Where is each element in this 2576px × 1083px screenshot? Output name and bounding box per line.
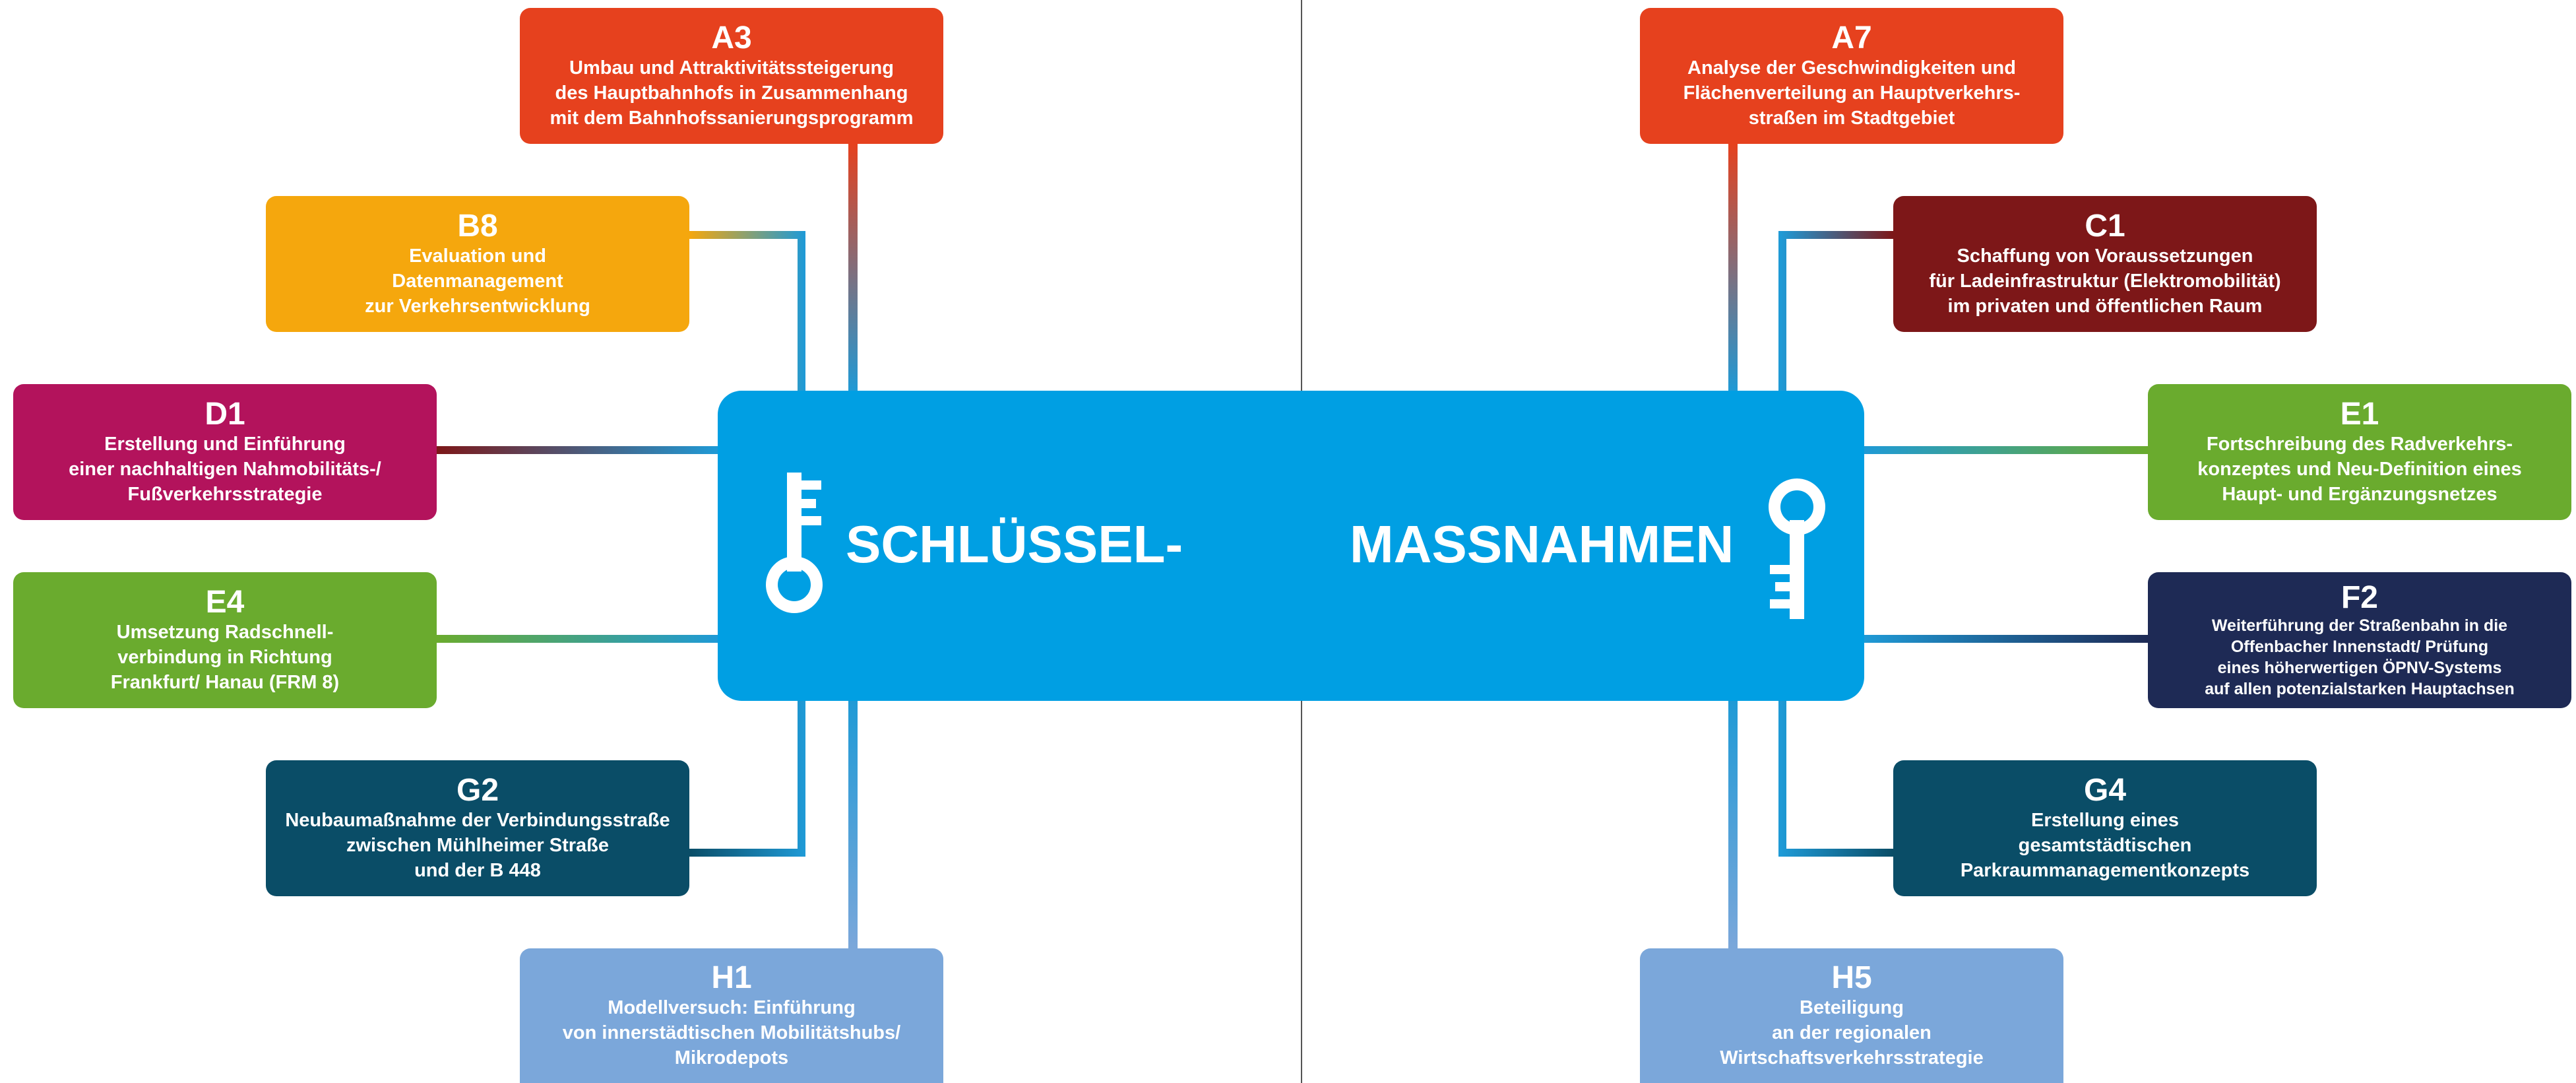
description-line: von innerstädtischen Mobilitätshubs/: [562, 1022, 901, 1043]
description-line: straßen im Stadtgebiet: [1748, 108, 1955, 129]
measure-code: E4: [205, 585, 245, 620]
description-line: Fußverkehrsstrategie: [127, 484, 323, 505]
description-line: mit dem Bahnhofssanierungsprogramm: [550, 108, 914, 129]
measure-box-e4: E4 Umsetzung Radschnell- verbindung in R…: [13, 572, 437, 708]
connector-a3: [848, 144, 858, 392]
description-line: Datenmanagement: [392, 271, 563, 292]
measure-description: Modellversuch: Einführung von innerstädt…: [563, 995, 900, 1070]
description-line: verbindung in Richtung: [117, 647, 332, 668]
connector-e1: [1863, 446, 2149, 454]
measure-code: E1: [2340, 397, 2379, 432]
connector-g2: [689, 700, 805, 857]
description-line: an der regionalen: [1772, 1022, 1932, 1043]
description-line: Umsetzung Radschnell-: [116, 622, 334, 643]
measure-code: G4: [2083, 773, 2127, 808]
measure-description: Analyse der Geschwindigkeiten und Fläche…: [1683, 55, 2021, 131]
measure-code: H1: [711, 960, 752, 995]
measure-code: D1: [204, 397, 245, 432]
measure-description: Umbau und Attraktivitätssteigerung des H…: [550, 55, 913, 131]
description-line: Flächenverteilung an Hauptverkehrs-: [1683, 82, 2021, 104]
connector-d1: [437, 446, 719, 454]
description-line: Frankfurt/ Hanau (FRM 8): [110, 672, 340, 693]
key-icon-right: [1769, 478, 1825, 619]
measure-box-f2: F2 Weiterführung der Straßenbahn in die …: [2148, 572, 2571, 708]
measure-description: Schaffung von Voraussetzungen für Ladein…: [1929, 244, 2280, 319]
description-line: einer nachhaltigen Nahmobilitäts-/: [69, 459, 381, 480]
description-line: Analyse der Geschwindigkeiten und: [1687, 57, 2016, 79]
measure-description: Erstellung eines gesamtstädtischen Parkr…: [1961, 808, 2249, 883]
measure-description: Erstellung und Einführung einer nachhalt…: [69, 432, 381, 507]
description-line: Neubaumaßnahme der Verbindungsstraße: [285, 810, 670, 831]
center-title-right: MASSNAHMEN: [1350, 515, 1734, 574]
measure-description: Beteiligung an der regionalen Wirtschaft…: [1720, 995, 1983, 1070]
connector-b8: [689, 231, 805, 392]
description-line: Wirtschaftsverkehrsstrategie: [1720, 1047, 1984, 1068]
center-title-left: SCHLÜSSEL-: [846, 515, 1183, 574]
measure-description: Weiterführung der Straßenbahn in die Off…: [2205, 615, 2515, 700]
description-line: zur Verkehrsentwicklung: [365, 296, 590, 317]
description-line: auf allen potenzialstarken Hauptachsen: [2205, 680, 2515, 698]
description-line: Umbau und Attraktivitätssteigerung: [569, 57, 894, 79]
measure-box-a7: A7 Analyse der Geschwindigkeiten und Flä…: [1640, 8, 2063, 144]
description-line: Schaffung von Voraussetzungen: [1957, 246, 2253, 267]
connector-g4: [1778, 700, 1893, 857]
measure-box-h5: H5 Beteiligung an der regionalen Wirtsch…: [1640, 948, 2063, 1083]
measure-code: B8: [457, 209, 498, 244]
measure-description: Neubaumaßnahme der Verbindungsstraße zwi…: [285, 808, 670, 883]
key-icon-left: [766, 473, 823, 613]
description-line: des Hauptbahnhofs in Zusammenhang: [555, 82, 908, 104]
measure-code: C1: [2085, 209, 2125, 244]
description-line: eines höherwertigen ÖPNV-Systems: [2217, 659, 2502, 677]
measure-box-g4: G4 Erstellung eines gesamtstädtischen Pa…: [1893, 760, 2317, 896]
measure-box-c1: C1 Schaffung von Voraussetzungen für Lad…: [1893, 196, 2317, 332]
connector-c1: [1778, 231, 1893, 392]
description-line: und der B 448: [414, 860, 541, 881]
description-line: im privaten und öffentlichen Raum: [1947, 296, 2263, 317]
measure-code: A3: [711, 20, 752, 55]
measure-box-a3: A3 Umbau und Attraktivitätssteigerung de…: [520, 8, 943, 144]
measure-description: Evaluation und Datenmanagement zur Verke…: [365, 244, 590, 319]
description-line: Haupt- und Ergänzungsnetzes: [2222, 484, 2497, 505]
connector-h1: [848, 700, 858, 949]
measure-box-e1: E1 Fortschreibung des Radverkehrs- konze…: [2148, 384, 2571, 520]
measure-box-g2: G2 Neubaumaßnahme der Verbindungsstraße …: [266, 760, 689, 896]
connector-a7: [1728, 144, 1738, 392]
measure-description: Umsetzung Radschnell- verbindung in Rich…: [111, 620, 339, 695]
description-line: Erstellung eines: [2030, 810, 2179, 831]
measure-code: F2: [2340, 580, 2378, 615]
description-line: Offenbacher Innenstadt/ Prüfung: [2230, 638, 2489, 656]
connector-e4: [437, 635, 719, 643]
description-line: Fortschreibung des Radverkehrs-: [2206, 434, 2513, 455]
measure-box-d1: D1 Erstellung und Einführung einer nachh…: [13, 384, 437, 520]
description-line: Evaluation und: [409, 246, 546, 267]
description-line: konzeptes und Neu-Definition eines: [2197, 459, 2522, 480]
connector-h5: [1728, 700, 1738, 949]
description-line: Weiterführung der Straßenbahn in die: [2211, 616, 2508, 635]
measure-code: A7: [1831, 20, 1872, 55]
description-line: Erstellung und Einführung: [104, 434, 346, 455]
description-line: Mikrodepots: [674, 1047, 789, 1068]
measure-code: G2: [456, 773, 499, 808]
measure-box-b8: B8 Evaluation und Datenmanagement zur Ve…: [266, 196, 689, 332]
measure-code: H5: [1831, 960, 1872, 995]
description-line: Parkraummanagementkonzepts: [1960, 860, 2250, 881]
description-line: für Ladeinfrastruktur (Elektromobilität): [1929, 271, 2281, 292]
description-line: Modellversuch: Einführung: [608, 997, 856, 1018]
connector-f2: [1863, 635, 2149, 643]
center-key-measures-box: SCHLÜSSEL- MASSNAHMEN: [718, 391, 1864, 701]
measure-description: Fortschreibung des Radverkehrs- konzepte…: [2197, 432, 2521, 507]
description-line: gesamtstädtischen: [2018, 835, 2192, 856]
description-line: zwischen Mühlheimer Straße: [346, 835, 610, 856]
description-line: Beteiligung: [1800, 997, 1904, 1018]
measure-box-h1: H1 Modellversuch: Einführung von innerst…: [520, 948, 943, 1083]
